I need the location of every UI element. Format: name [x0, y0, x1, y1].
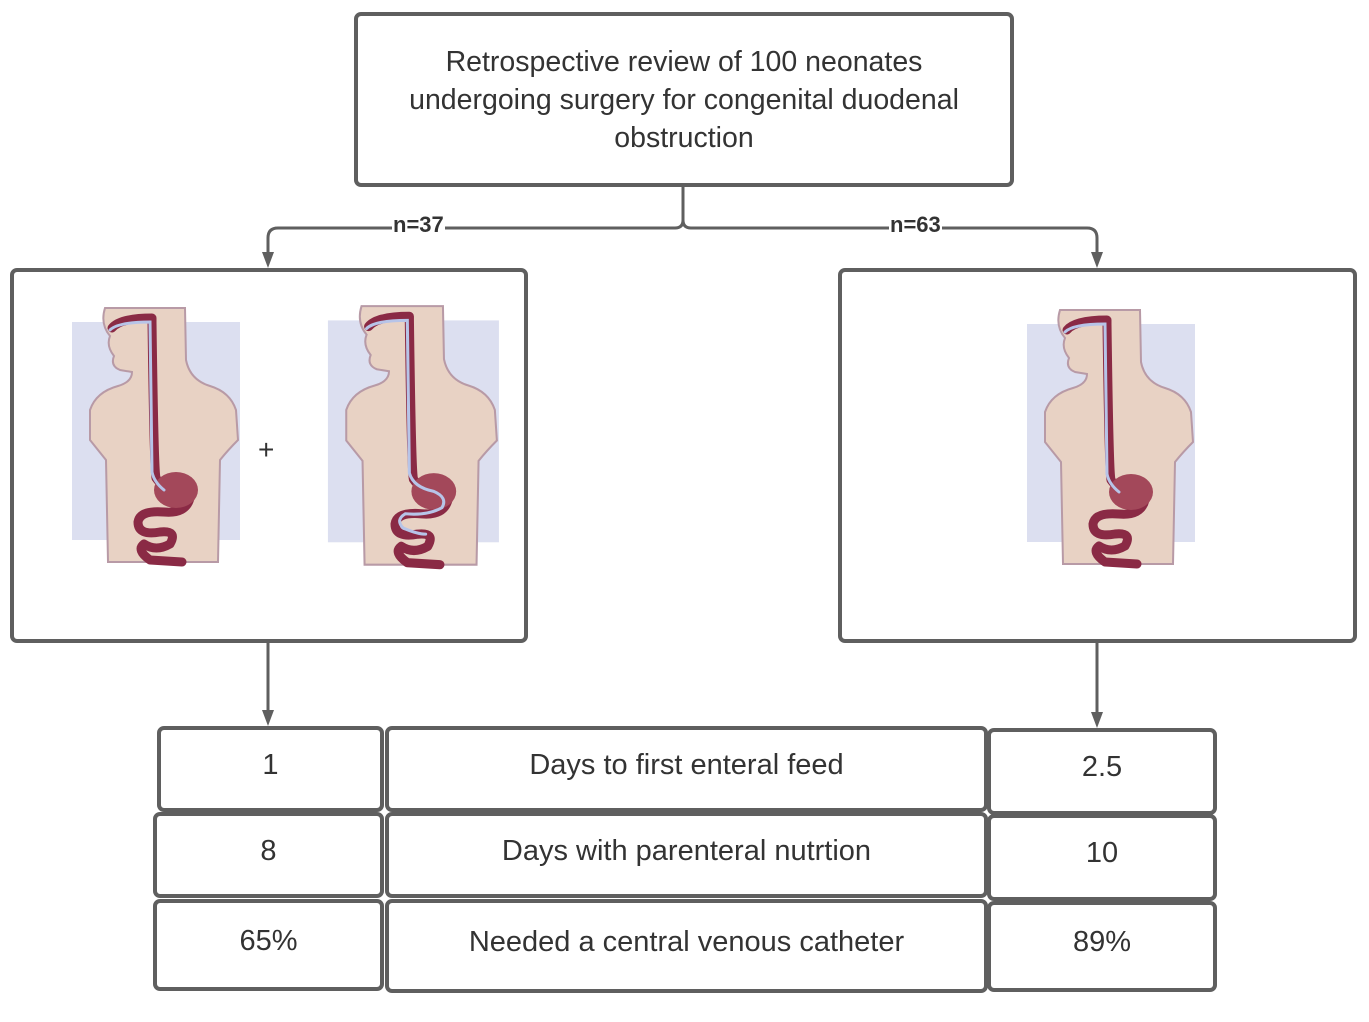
- arrowhead-left: [262, 252, 274, 268]
- outcome-metric-row-1: Days to first enteral feed: [385, 726, 988, 812]
- outcome-right-row-1: 2.5: [987, 728, 1217, 815]
- nasogastric-tube-figure: [60, 300, 260, 585]
- torso-illustration: [1027, 309, 1195, 569]
- plus-joiner: +: [258, 434, 275, 465]
- connector-left: [266, 186, 685, 254]
- nasogastric-tube-figure-right: [1015, 302, 1215, 587]
- outcome-right-row-3: 89%: [987, 901, 1217, 992]
- outcome-metric-row-3: Needed a central venous catheter: [385, 899, 988, 993]
- branch-label-left: n=37: [392, 212, 445, 237]
- outcome-left-row-2: 8: [153, 812, 384, 898]
- arrowhead-right: [1091, 252, 1103, 268]
- outcome-left-row-3: 65%: [153, 899, 384, 991]
- outcome-metric-row-2: Days with parenteral nutrtion: [385, 812, 988, 898]
- arrowhead-right-outcome: [1091, 712, 1103, 728]
- outcome-right-row-2: 10: [987, 814, 1217, 901]
- torso-illustration: [327, 305, 499, 570]
- arrowhead-left-outcome: [262, 710, 274, 726]
- study-title: Retrospective review of 100 neonates und…: [409, 45, 959, 154]
- transanastomotic-tube-figure: [315, 298, 520, 588]
- torso-illustration: [72, 307, 240, 567]
- branch-label-right: n=63: [889, 212, 942, 237]
- outcome-left-row-1: 1: [157, 726, 384, 812]
- study-title-box: Retrospective review of 100 neonates und…: [354, 12, 1014, 187]
